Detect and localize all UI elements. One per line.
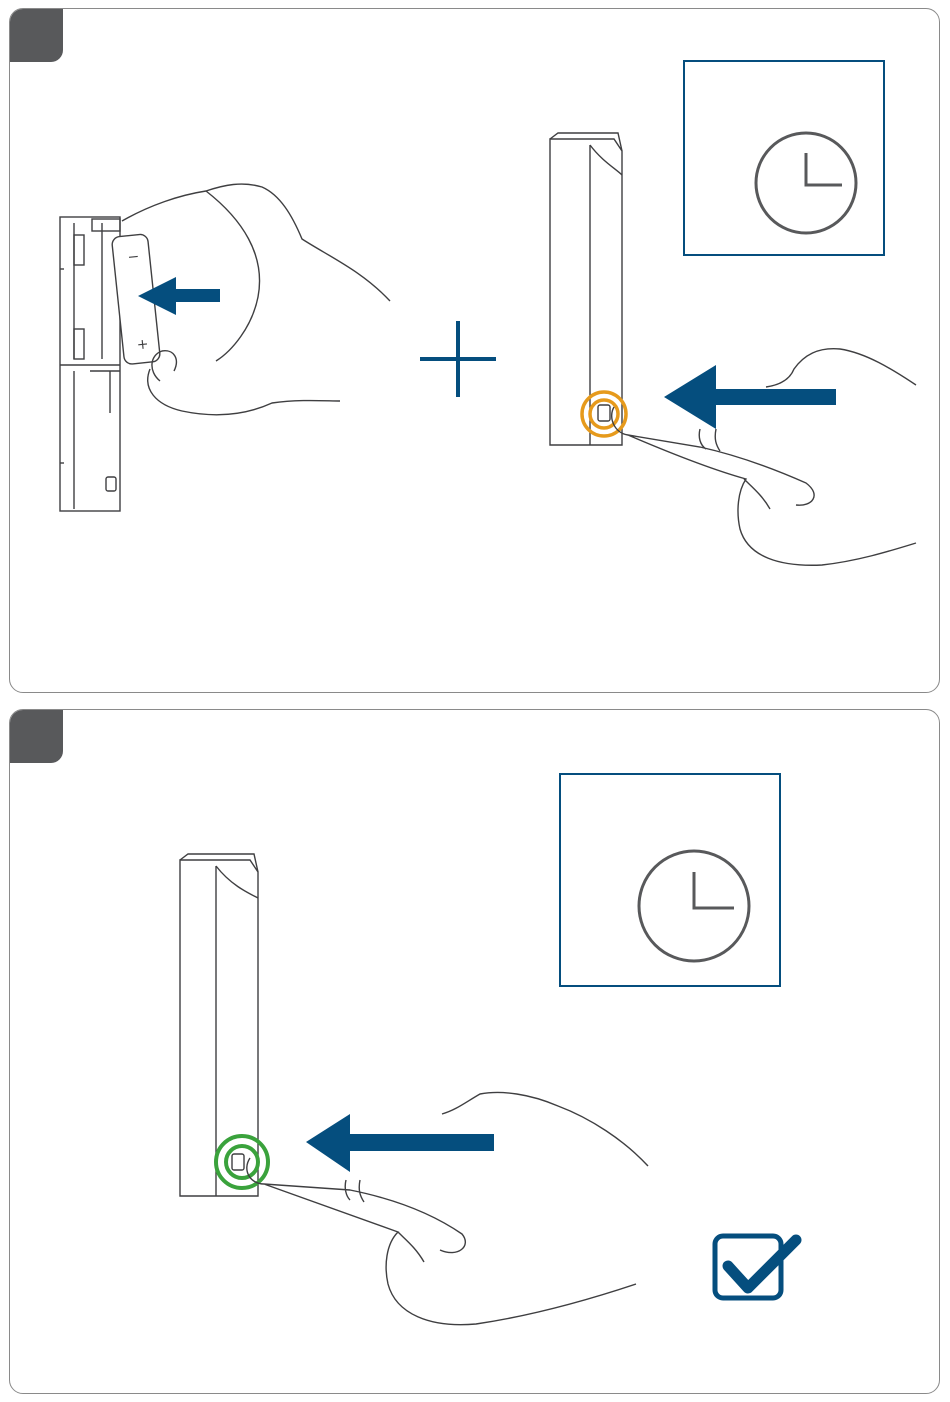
checkbox-check-icon	[715, 1236, 796, 1298]
step-1-illustration: − +	[10, 9, 940, 693]
timer-box	[560, 774, 780, 986]
sensor-device	[550, 133, 622, 445]
battery-plus-label: +	[136, 336, 149, 353]
battery-housing	[60, 217, 120, 511]
arrow-left-icon	[306, 1114, 494, 1172]
arrow-left-icon	[664, 365, 836, 429]
timer-box	[684, 61, 884, 255]
step-panel-1: − +	[9, 8, 940, 693]
press-button-hand	[247, 1093, 648, 1325]
step-2-illustration	[10, 710, 940, 1394]
plus-icon	[420, 321, 496, 397]
step-panel-2	[9, 709, 940, 1394]
press-button-hand	[612, 349, 916, 566]
battery-minus-label: −	[127, 249, 140, 266]
